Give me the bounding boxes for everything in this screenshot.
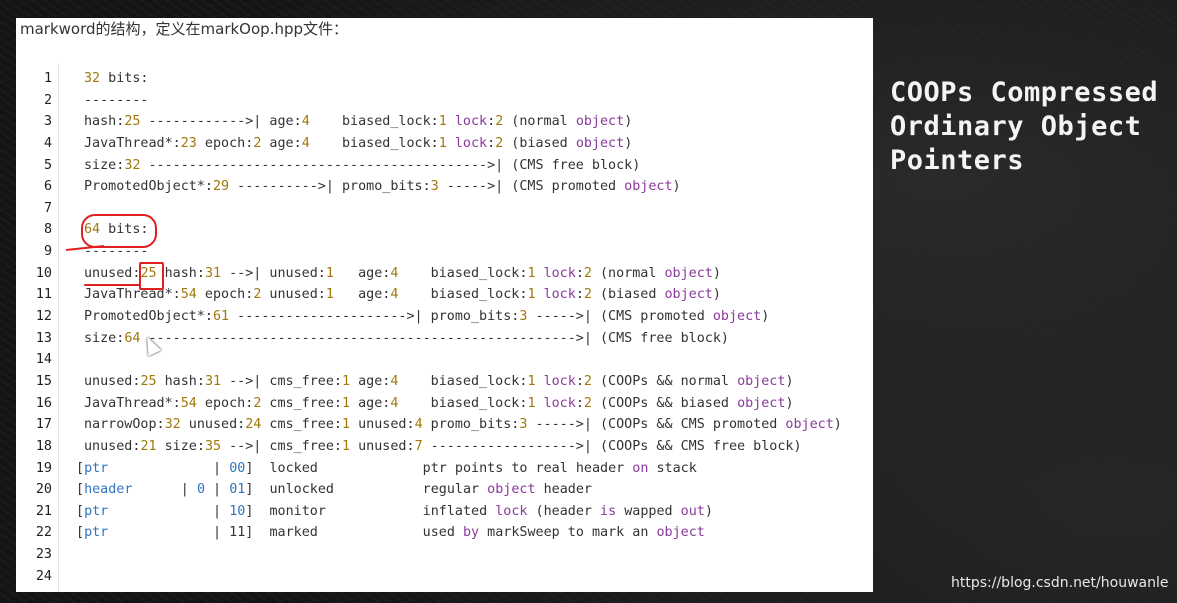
- red-underline-annotation: [84, 284, 140, 286]
- code-line: 7: [16, 198, 873, 220]
- line-number: 4: [43, 135, 52, 151]
- line-number: 7: [43, 200, 52, 216]
- line-number: 19: [35, 460, 52, 476]
- line-number: 9: [43, 244, 52, 260]
- line-number: 11: [35, 287, 52, 303]
- code-line: 22 [ptr | 11] marked used by markSweep to…: [16, 522, 873, 544]
- code-line: 8 64 bits:: [16, 219, 873, 241]
- code-line: 2 --------: [16, 90, 873, 112]
- line-text: narrowOop:32 unused:24 cms_free:1 unused…: [84, 417, 842, 433]
- line-text: [ptr | 10] monitor inflated lock (header…: [76, 503, 713, 519]
- line-text: unused:21 size:35 -->| cms_free:1 unused…: [84, 438, 802, 454]
- line-text: JavaThread*:54 epoch:2 cms_free:1 age:4 …: [84, 395, 794, 411]
- code-panel: markword的结构，定义在markOop.hpp文件： 1 32 bits: …: [16, 18, 873, 592]
- code-line: 1 32 bits:: [16, 68, 873, 90]
- code-line: 4 JavaThread*:23 epoch:2 age:4 biased_loc…: [16, 133, 873, 155]
- line-text: size:32 --------------------------------…: [84, 157, 641, 173]
- code-line: 16 JavaThread*:54 epoch:2 cms_free:1 age:…: [16, 393, 873, 415]
- code-line: 14: [16, 349, 873, 371]
- code-line: 24: [16, 566, 873, 588]
- line-number: 1: [43, 71, 52, 86]
- line-number-gutter: [58, 63, 59, 592]
- line-number: 8: [43, 222, 52, 238]
- line-number: 6: [43, 179, 52, 195]
- line-number: 15: [35, 373, 52, 389]
- line-number: 17: [35, 417, 52, 433]
- code-line: 19 [ptr | 00] locked ptr points to real h…: [16, 458, 873, 480]
- line-number: 3: [43, 114, 52, 130]
- panel-heading: markword的结构，定义在markOop.hpp文件：: [20, 20, 349, 38]
- code-block: 1 32 bits: 2 -------- 3 hash:25 -----------…: [16, 68, 873, 587]
- line-text: JavaThread*:54 epoch:2 unused:1 age:4 bi…: [84, 287, 721, 303]
- line-number: 14: [35, 352, 52, 368]
- line-text: JavaThread*:23 epoch:2 age:4 biased_lock…: [84, 135, 633, 151]
- line-text: unused:25 hash:31 -->| cms_free:1 age:4 …: [84, 373, 794, 389]
- line-number: 13: [35, 330, 52, 346]
- code-line: 18 unused:21 size:35 -->| cms_free:1 unus…: [16, 436, 873, 458]
- line-number: 16: [35, 395, 52, 411]
- red-circle-annotation: [81, 214, 157, 248]
- line-number: 10: [35, 265, 52, 281]
- code-line: 6 PromotedObject*:29 ---------->| promo_b…: [16, 176, 873, 198]
- line-text: [ptr | 00] locked ptr points to real hea…: [76, 460, 697, 476]
- code-line: 17 narrowOop:32 unused:24 cms_free:1 unus…: [16, 414, 873, 436]
- code-line: 13 size:64 ------------------------------…: [16, 328, 873, 350]
- line-text: PromotedObject*:61 ---------------------…: [84, 309, 770, 325]
- line-number: 20: [35, 482, 52, 498]
- line-number: 23: [35, 547, 52, 563]
- line-number: 18: [35, 438, 52, 454]
- code-line: 10 unused:25 hash:31 -->| unused:1 age:4 …: [16, 263, 873, 285]
- line-text: size:64 --------------------------------…: [84, 330, 729, 346]
- line-text: --------: [84, 92, 149, 108]
- line-number: 2: [43, 92, 52, 108]
- code-line: 12 PromotedObject*:61 -------------------…: [16, 306, 873, 328]
- line-number: 21: [35, 503, 52, 519]
- line-text: [header | 0 | 01] unlocked regular objec…: [76, 482, 592, 498]
- line-number: 22: [35, 525, 52, 541]
- watermark-text: https://blog.csdn.net/houwanle: [951, 575, 1169, 591]
- line-text: PromotedObject*:29 ---------->| promo_bi…: [84, 179, 681, 195]
- line-number: 5: [43, 157, 52, 173]
- slide-title: COOPs Compressed Ordinary Object Pointer…: [890, 77, 1159, 176]
- code-line: 5 size:32 -------------------------------…: [16, 155, 873, 177]
- code-line: 23: [16, 544, 873, 566]
- red-box-annotation: [139, 262, 164, 290]
- line-text: [ptr | 11] marked used by markSweep to m…: [76, 525, 705, 541]
- code-line: 15 unused:25 hash:31 -->| cms_free:1 age:…: [16, 371, 873, 393]
- code-line: 11 JavaThread*:54 epoch:2 unused:1 age:4 …: [16, 284, 873, 306]
- line-text: 64 bits:: [84, 222, 149, 238]
- code-line: 21 [ptr | 10] monitor inflated lock (head…: [16, 501, 873, 523]
- line-number: 24: [35, 568, 52, 584]
- code-line: 3 hash:25 ------------>| age:4 biased_loc…: [16, 111, 873, 133]
- line-text: hash:25 ------------>| age:4 biased_lock…: [84, 114, 633, 130]
- line-number: 12: [35, 309, 52, 325]
- line-text: 32 bits:: [84, 71, 149, 86]
- line-text: unused:25 hash:31 -->| unused:1 age:4 bi…: [84, 265, 721, 281]
- code-line: 20 [header | 0 | 01] unlocked regular obj…: [16, 479, 873, 501]
